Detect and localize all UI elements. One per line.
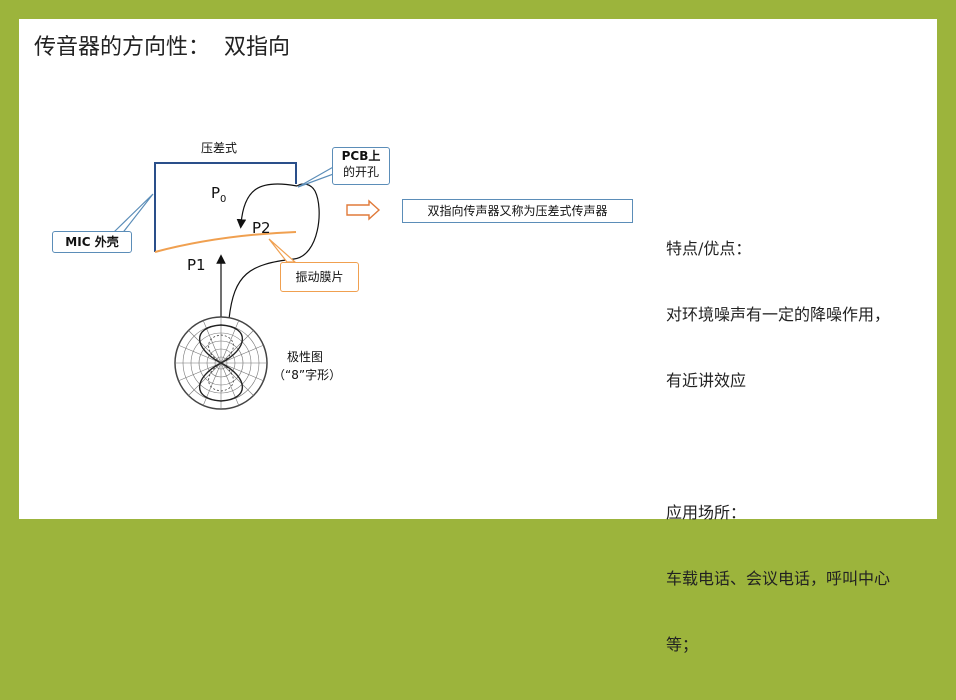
slide: 传音器的方向性： 双指向 xyxy=(19,19,937,654)
mic-enclosure xyxy=(154,162,297,252)
pcb-callout: PCB上 的开孔 xyxy=(332,147,390,185)
mic-callout-text: MIC 外壳 xyxy=(65,235,119,249)
top-label: 压差式 xyxy=(201,141,238,155)
mic-diagram xyxy=(112,162,381,410)
p2-label: P2 xyxy=(252,219,271,237)
membrane-callout-leader xyxy=(268,238,297,263)
arrow-text: 双指向传声器又称为压差式传声器 xyxy=(427,204,608,218)
p0-sub: 0 xyxy=(220,194,227,205)
p0-label: P0 xyxy=(211,184,226,205)
features-line2: 有近讲效应 xyxy=(666,371,747,390)
features-heading: 特点/优点： xyxy=(666,239,752,258)
page-title: 传音器的方向性： 双指向 xyxy=(34,35,290,60)
polar-label-line1: 极性图 xyxy=(287,350,324,364)
rear-sound-path xyxy=(228,183,320,320)
polar-label-line2: （“8”字形） xyxy=(273,368,342,382)
polar-pattern xyxy=(174,316,268,410)
applications-heading: 应用场所： xyxy=(666,503,747,522)
sound-path-curve xyxy=(236,183,298,229)
p0-main: P xyxy=(211,184,221,202)
mic-callout-leader xyxy=(112,193,154,236)
applications-line1: 车载电话、会议电话，呼叫中心 xyxy=(666,569,891,588)
outline-arrow xyxy=(346,199,381,221)
pcb-callout-line2: 的开孔 xyxy=(342,165,379,179)
membrane-callout-text: 振动膜片 xyxy=(295,270,344,284)
mic-callout: MIC 外壳 xyxy=(52,231,132,253)
arrow-text-box: 双指向传声器又称为压差式传声器 xyxy=(402,199,633,223)
features-line1: 对环境噪声有一定的降噪作用， xyxy=(666,305,891,324)
membrane-callout: 振动膜片 xyxy=(280,262,359,292)
polar-label: 极性图 （“8”字形） xyxy=(273,348,341,384)
p1-label: P1 xyxy=(187,256,206,274)
membrane-curve xyxy=(154,231,297,253)
features-text: 特点/优点： 对环境噪声有一定的降噪作用， 有近讲效应 应用场所： 车载电话、会… xyxy=(666,194,890,700)
pcb-callout-line1: PCB上 xyxy=(341,149,381,163)
spacer xyxy=(666,436,890,458)
applications-line2: 等； xyxy=(666,635,699,654)
